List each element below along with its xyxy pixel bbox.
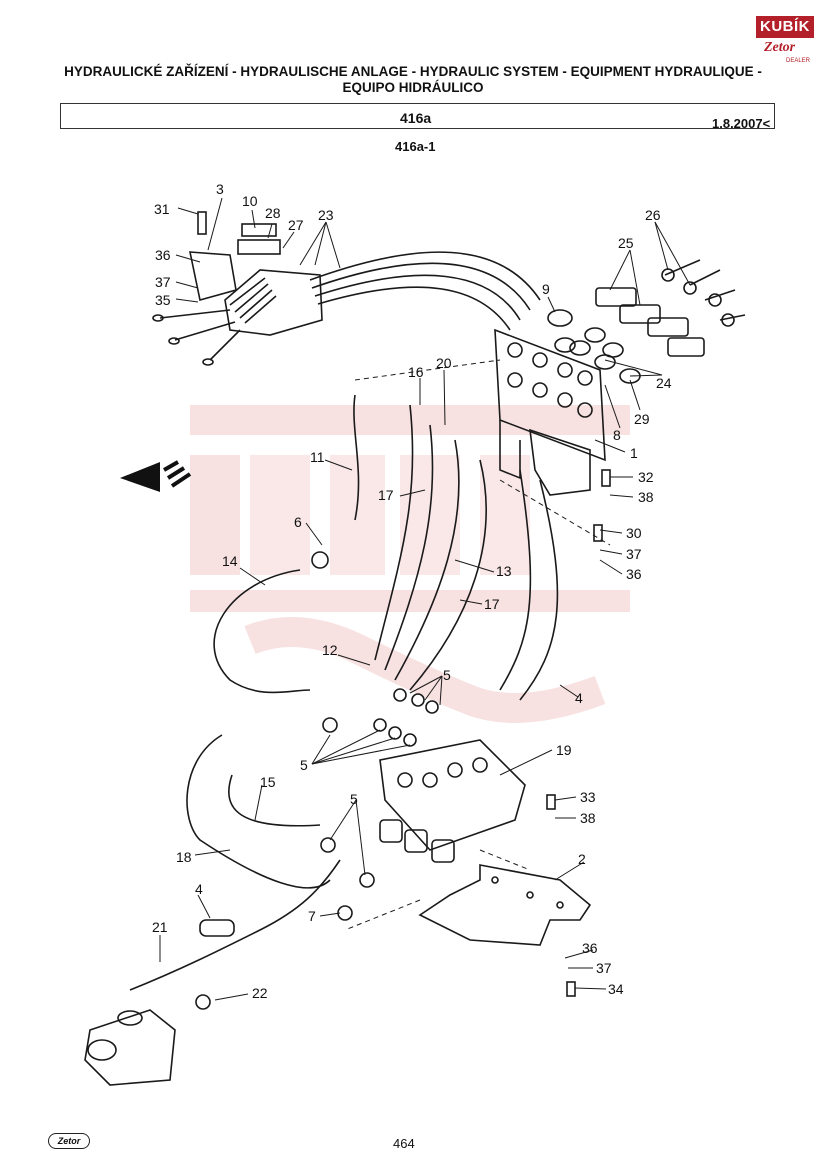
callout-6: 6 xyxy=(294,514,302,530)
callout-15: 15 xyxy=(260,774,276,790)
valve-bracket xyxy=(418,864,592,946)
callout-18: 18 xyxy=(176,849,192,865)
validity-date: 1.8.2007< xyxy=(712,116,771,131)
callout-4: 4 xyxy=(195,881,203,897)
callout-36: 36 xyxy=(626,566,642,582)
callout-7: 7 xyxy=(308,908,316,924)
distributor-valve xyxy=(379,739,526,863)
callout-8: 8 xyxy=(613,427,621,443)
callout-32: 32 xyxy=(638,469,654,485)
logo-tag: DEALER xyxy=(786,58,811,64)
callout-29: 29 xyxy=(634,411,650,427)
callout-19: 19 xyxy=(556,742,572,758)
callout-4: 4 xyxy=(575,690,583,706)
hydraulic-pump xyxy=(84,1009,176,1086)
callout-37: 37 xyxy=(626,546,642,562)
logo-sub-brand: Zetor xyxy=(764,40,796,55)
hydraulic-hoses xyxy=(129,394,559,991)
callout-11: 11 xyxy=(310,449,325,465)
callout-23: 23 xyxy=(318,207,334,223)
callout-36: 36 xyxy=(582,940,598,956)
section-header-box xyxy=(60,103,775,129)
leader-lines xyxy=(159,197,691,1001)
callout-10: 10 xyxy=(242,193,258,209)
footer-logo: Zetor xyxy=(48,1133,90,1149)
callout-22: 22 xyxy=(252,985,268,1001)
callout-33: 33 xyxy=(580,789,596,805)
callout-16: 16 xyxy=(408,364,424,380)
page-number: 464 xyxy=(393,1136,415,1151)
callout-34: 34 xyxy=(608,981,624,997)
callout-12: 12 xyxy=(322,642,338,658)
direction-arrow xyxy=(120,460,192,492)
callout-17: 17 xyxy=(378,487,394,503)
callout-35: 35 xyxy=(155,292,171,308)
callout-5: 5 xyxy=(443,667,451,683)
callout-9: 9 xyxy=(542,281,550,297)
callout-24: 24 xyxy=(656,375,672,391)
figure-number: 416a-1 xyxy=(395,139,436,154)
control-levers xyxy=(152,223,323,366)
callout-27: 27 xyxy=(288,217,304,233)
callout-38: 38 xyxy=(638,489,654,505)
callout-3: 3 xyxy=(216,181,224,197)
callout-2: 2 xyxy=(578,851,586,867)
page-title: HYDRAULICKÉ ZAŘÍZENÍ - HYDRAULISCHE ANLA… xyxy=(64,64,762,95)
section-number: 416a xyxy=(400,110,432,126)
callout-20: 20 xyxy=(436,355,452,371)
quick-couplers xyxy=(547,259,746,384)
callout-28: 28 xyxy=(265,205,281,221)
callout-1: 1 xyxy=(630,445,638,461)
callout-5: 5 xyxy=(300,757,308,773)
callout-26: 26 xyxy=(645,207,661,223)
callout-14: 14 xyxy=(222,553,238,569)
callout-37: 37 xyxy=(155,274,171,290)
callout-38: 38 xyxy=(580,810,596,826)
callout-30: 30 xyxy=(626,525,642,541)
coupling-plate xyxy=(494,328,606,496)
logo-brand: KUBÍK xyxy=(756,16,814,38)
bowden-cables xyxy=(309,251,541,331)
callout-5: 5 xyxy=(350,791,358,807)
watermark xyxy=(190,405,630,723)
callout-13: 13 xyxy=(496,563,512,579)
callout-labels: 31 3 10 28 27 23 36 37 35 9 26 25 24 29 … xyxy=(152,181,672,1001)
callout-21: 21 xyxy=(152,919,168,935)
callout-31: 31 xyxy=(154,201,170,217)
callout-25: 25 xyxy=(618,235,634,251)
fittings xyxy=(195,211,611,1010)
callout-37: 37 xyxy=(596,960,612,976)
dealer-logo: KUBÍK Zetor DEALER xyxy=(756,16,814,66)
callout-36: 36 xyxy=(155,247,171,263)
callout-17: 17 xyxy=(484,596,500,612)
alignment-lines xyxy=(344,359,611,931)
